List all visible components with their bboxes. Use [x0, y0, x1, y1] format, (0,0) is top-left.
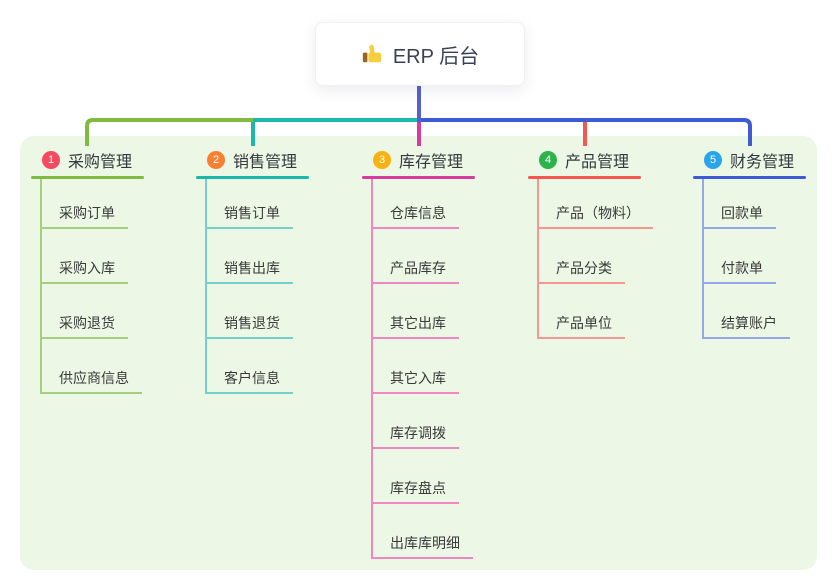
- child-node: 采购订单: [42, 179, 142, 229]
- child-node: 回款单: [704, 179, 790, 229]
- child-node: 付款单: [704, 229, 790, 284]
- child-node: 销售出库: [207, 229, 293, 284]
- child-node-label[interactable]: 客户信息: [207, 370, 293, 394]
- child-node: 产品（物料）: [539, 179, 653, 229]
- branch-underline: [31, 176, 144, 179]
- thumbs-up-icon: [361, 43, 383, 65]
- child-node-label[interactable]: 采购退货: [42, 315, 128, 339]
- branch-number-badge: 1: [42, 151, 60, 169]
- child-node-label[interactable]: 销售退货: [207, 315, 293, 339]
- child-node: 结算账户: [704, 284, 790, 339]
- child-node: 销售订单: [207, 179, 293, 229]
- branch-underline: [362, 176, 475, 179]
- child-node-label[interactable]: 供应商信息: [42, 370, 142, 394]
- branch-underline: [693, 176, 806, 179]
- branch-sales: 2 销售管理 销售订单 销售出库 销售退货 客户信息: [196, 147, 346, 394]
- child-node-label[interactable]: 产品分类: [539, 260, 625, 284]
- child-node: 销售退货: [207, 284, 293, 339]
- child-node-label[interactable]: 产品（物料）: [539, 205, 653, 229]
- branch-title-label: 库存管理: [399, 154, 464, 171]
- child-node-label[interactable]: 销售出库: [207, 260, 293, 284]
- branch-title-label: 产品管理: [565, 154, 630, 171]
- child-node: 库存调拨: [373, 394, 473, 449]
- child-node: 产品单位: [539, 284, 653, 339]
- branches-panel: [20, 136, 817, 570]
- branch-number-badge: 4: [539, 151, 557, 169]
- branch-number-badge: 3: [373, 151, 391, 169]
- branch-finance: 5 财务管理 回款单 付款单 结算账户: [693, 147, 839, 339]
- child-node-label[interactable]: 仓库信息: [373, 205, 459, 229]
- child-node: 供应商信息: [42, 339, 142, 394]
- child-node-label[interactable]: 回款单: [704, 205, 776, 229]
- branch-title-label: 销售管理: [233, 154, 298, 171]
- child-node: 采购入库: [42, 229, 142, 284]
- child-node: 采购退货: [42, 284, 142, 339]
- child-node-label[interactable]: 库存盘点: [373, 480, 459, 504]
- child-node: 库存盘点: [373, 449, 473, 504]
- branch-number-badge: 2: [207, 151, 225, 169]
- branch-title-label: 采购管理: [68, 154, 133, 171]
- branch-title[interactable]: 1 采购管理: [31, 147, 181, 173]
- branch-purchase: 1 采购管理 采购订单 采购入库 采购退货 供应商信息: [31, 147, 181, 394]
- child-node-label[interactable]: 其它入库: [373, 370, 459, 394]
- child-node-label[interactable]: 采购订单: [42, 205, 128, 229]
- branch-children: 仓库信息 产品库存 其它出库 其它入库 库存调拨 库存盘点 出库库明细: [371, 179, 473, 559]
- branch-title[interactable]: 2 销售管理: [196, 147, 346, 173]
- child-node-label[interactable]: 库存调拨: [373, 425, 459, 449]
- branch-product: 4 产品管理 产品（物料） 产品分类 产品单位: [528, 147, 678, 339]
- child-node: 产品分类: [539, 229, 653, 284]
- branch-title[interactable]: 5 财务管理: [693, 147, 839, 173]
- branch-number-badge: 5: [704, 151, 722, 169]
- branch-inventory: 3 库存管理 仓库信息 产品库存 其它出库 其它入库 库存调拨 库存盘点 出库库…: [362, 147, 512, 559]
- child-node-label[interactable]: 其它出库: [373, 315, 459, 339]
- root-node[interactable]: ERP 后台: [315, 22, 525, 86]
- branch-children: 销售订单 销售出库 销售退货 客户信息: [205, 179, 293, 394]
- child-node: 客户信息: [207, 339, 293, 394]
- child-node-label[interactable]: 出库库明细: [373, 535, 473, 559]
- child-node-label[interactable]: 付款单: [704, 260, 776, 284]
- child-node-label[interactable]: 产品单位: [539, 315, 625, 339]
- root-label: ERP 后台: [392, 45, 480, 68]
- child-node-label[interactable]: 销售订单: [207, 205, 293, 229]
- child-node-label[interactable]: 采购入库: [42, 260, 128, 284]
- branch-children: 回款单 付款单 结算账户: [702, 179, 790, 339]
- child-node-label[interactable]: 结算账户: [704, 315, 790, 339]
- child-node: 产品库存: [373, 229, 473, 284]
- child-node: 仓库信息: [373, 179, 473, 229]
- child-node: 其它出库: [373, 284, 473, 339]
- branch-title[interactable]: 4 产品管理: [528, 147, 678, 173]
- branch-title-label: 财务管理: [730, 154, 795, 171]
- child-node: 其它入库: [373, 339, 473, 394]
- branch-children: 采购订单 采购入库 采购退货 供应商信息: [40, 179, 142, 394]
- branch-underline: [196, 176, 309, 179]
- branch-underline: [528, 176, 641, 179]
- child-node: 出库库明细: [373, 504, 473, 559]
- branch-children: 产品（物料） 产品分类 产品单位: [537, 179, 653, 339]
- branch-title[interactable]: 3 库存管理: [362, 147, 512, 173]
- child-node-label[interactable]: 产品库存: [373, 260, 459, 284]
